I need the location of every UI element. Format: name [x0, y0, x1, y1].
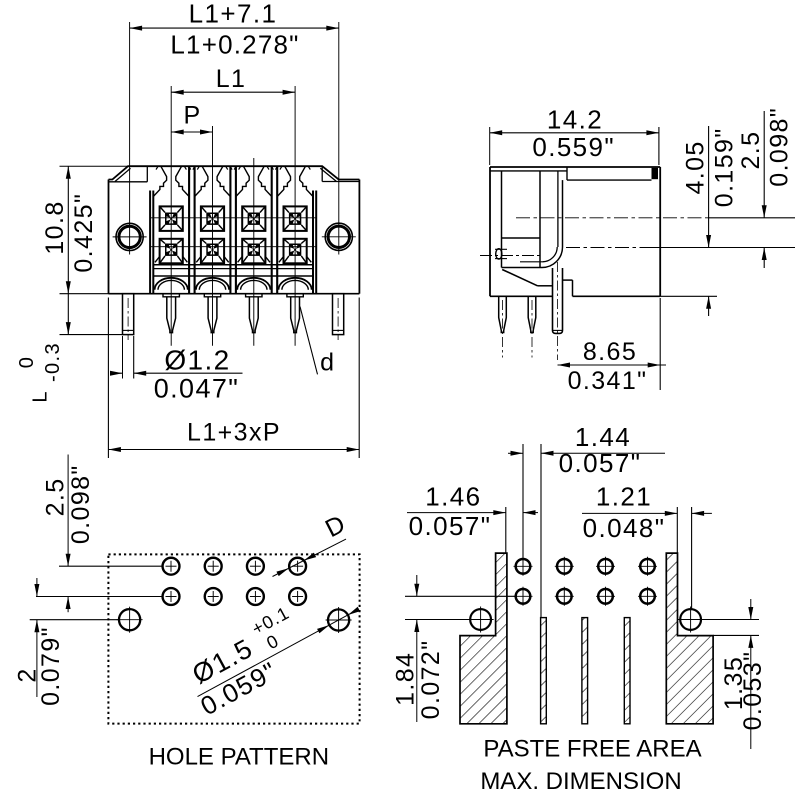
svg-text:MAX. DIMENSION: MAX. DIMENSION [480, 768, 681, 795]
svg-text:0.057": 0.057" [409, 511, 492, 541]
svg-text:1.35: 1.35 [720, 656, 748, 710]
svg-text:2: 2 [14, 667, 42, 682]
svg-text:2.5: 2.5 [41, 477, 69, 516]
svg-text:4.05: 4.05 [682, 140, 710, 194]
svg-text:0.072": 0.072" [417, 639, 445, 719]
svg-text:L1+0.278": L1+0.278" [170, 29, 299, 59]
svg-text:0.098": 0.098" [67, 464, 95, 544]
svg-text:0.159": 0.159" [711, 127, 739, 207]
svg-text:d: d [320, 348, 335, 376]
svg-text:14.2: 14.2 [547, 104, 603, 134]
svg-text:HOLE PATTERN: HOLE PATTERN [149, 743, 329, 770]
svg-text:0.559": 0.559" [532, 132, 615, 162]
svg-text:L: L [30, 390, 52, 403]
svg-text:0: 0 [16, 356, 38, 369]
svg-text:0.048": 0.048" [583, 513, 666, 543]
svg-text:0.425": 0.425" [70, 193, 98, 273]
svg-text:PASTE FREE AREA: PASTE FREE AREA [483, 735, 701, 762]
svg-text:0.057": 0.057" [559, 448, 642, 478]
svg-text:10.8: 10.8 [41, 200, 69, 254]
svg-text:Ø1.2: Ø1.2 [164, 345, 230, 376]
svg-text:L1: L1 [216, 65, 247, 93]
svg-text:2.5: 2.5 [737, 131, 765, 170]
svg-text:8.65: 8.65 [583, 338, 637, 366]
svg-text:1.21: 1.21 [596, 482, 652, 512]
svg-text:0.053": 0.053" [739, 651, 767, 731]
svg-text:1.46: 1.46 [425, 482, 481, 512]
svg-text:L1+7.1: L1+7.1 [189, 0, 278, 28]
svg-text:L1+3xP: L1+3xP [187, 419, 281, 447]
svg-text:-0.3: -0.3 [42, 342, 64, 382]
svg-text:0.047": 0.047" [154, 373, 240, 403]
svg-text:0.098": 0.098" [766, 107, 794, 187]
svg-text:P: P [184, 102, 202, 130]
svg-text:0.341": 0.341" [568, 367, 648, 395]
svg-text:1.44: 1.44 [575, 422, 631, 452]
svg-text:1.84: 1.84 [392, 652, 420, 706]
svg-text:0.079": 0.079" [37, 626, 65, 706]
